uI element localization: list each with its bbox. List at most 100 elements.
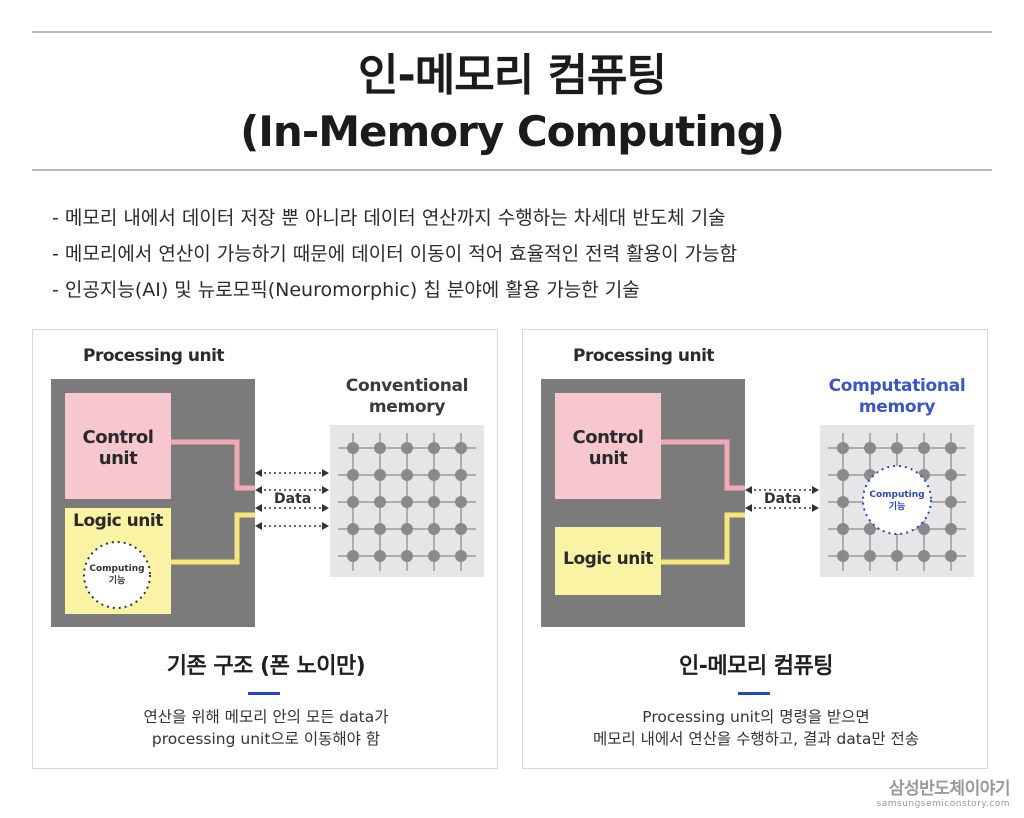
memory-cell [455,442,467,454]
memory-cell [891,550,903,562]
control-unit-line1: Control [82,427,154,448]
logic-wire [171,512,255,565]
memory-cell [428,469,440,481]
memory-label-line2: memory [858,397,936,417]
memory-cell [374,496,386,508]
memory-grid [338,433,476,571]
memory-cell [401,523,413,535]
memory-cell [374,469,386,481]
memory-cell [428,496,440,508]
memory-cell [455,496,467,508]
logic-unit-block [555,527,661,595]
computing-line1: Computing [869,490,925,500]
logic-unit-label: Logic unit [563,549,653,569]
memory-cell [918,442,930,454]
title-underline [738,692,770,695]
memory-label-line1: Computational [828,376,966,396]
memory-cell [374,442,386,454]
memory-cell [347,442,359,454]
memory-label-line1: Conventional [345,376,469,396]
title-underline [248,692,280,695]
memory-cell [864,550,876,562]
data-transfer-arrows [259,472,325,527]
control-wire [661,439,745,491]
memory-cell [347,496,359,508]
processing-unit-label: Processing unit [573,346,715,366]
computing-function-circle [83,541,151,609]
memory-cell [945,469,957,481]
arrow-heads [255,469,329,530]
memory-cell [347,469,359,481]
description-line1: 연산을 위해 메모리 안의 모든 data가 [143,708,389,726]
in-memory-diagram [541,379,974,627]
panel-title: 기존 구조 (폰 노이만) [166,654,366,679]
memory-label: Conventional memory [327,376,487,418]
bullet-item: - 메모리에서 연산이 가능하기 때문에 데이터 이동이 적어 효율적인 전력 … [52,243,738,265]
memory-cell [347,550,359,562]
computing-function-label: Computing 기능 [865,489,929,513]
brand-name: 삼성반도체이야기 [888,779,1011,799]
processing-unit-label: Processing unit [83,346,225,366]
data-label: Data [272,491,314,507]
logic-wire [661,512,745,565]
bullet-list: - 메모리 내에서 데이터 저장 뿐 아니라 데이터 연산까지 수행하는 차세대… [52,200,737,308]
control-unit-line2: unit [588,448,628,469]
in-memory-computing-panel: Processing unit Computational memory Con… [522,329,988,769]
page-title-korean: 인-메모리 컴퓨팅 [358,50,667,101]
control-wire [171,439,255,491]
memory-cell [455,550,467,562]
memory-cell [455,469,467,481]
conventional-architecture-panel: Processing unit Conventional memory Cont… [32,329,498,769]
computing-line2: 기능 [888,502,906,512]
data-transfer-arrows [749,489,815,509]
panel-description: 연산을 위해 메모리 안의 모든 data가 processing unit으로… [33,706,499,750]
memory-cell [945,496,957,508]
memory-cell [401,496,413,508]
control-unit-line2: unit [98,448,138,469]
control-unit-label: Control unit [65,427,171,469]
memory-cell [945,442,957,454]
top-rule [32,31,992,33]
memory-cell [918,550,930,562]
memory-cell [455,523,467,535]
memory-cell [864,442,876,454]
computing-line2: 기능 [108,576,126,586]
control-unit-block [65,393,171,499]
memory-cell [837,496,849,508]
panel-title: 인-메모리 컴퓨팅 [679,654,833,679]
memory-cell [347,523,359,535]
title-bottom-rule [32,169,992,171]
description-line2: processing unit으로 이동해야 함 [151,730,381,748]
description-line1: Processing unit의 명령을 받으면 [642,708,870,726]
brand-watermark: 삼성반도체이야기 samsungsemiconstory.com [876,774,1011,809]
memory-cell [401,469,413,481]
memory-cell [401,550,413,562]
panel-description: Processing unit의 명령을 받으면 메모리 내에서 연산을 수행하… [523,706,989,750]
page-title-english: (In-Memory Computing) [240,107,785,156]
memory-cell [891,442,903,454]
arrow-heads [745,486,819,512]
conventional-diagram [51,379,484,627]
bullet-item: - 인공지능(AI) 및 뉴로모픽(Neuromorphic) 칩 분야에 활용… [52,279,640,301]
brand-url: samsungsemiconstory.com [876,799,1010,809]
control-unit-label: Control unit [555,427,661,469]
memory-cell [374,550,386,562]
memory-cell [945,523,957,535]
memory-cell [918,523,930,535]
memory-cell [428,550,440,562]
bullet-item: - 메모리 내에서 데이터 저장 뿐 아니라 데이터 연산까지 수행하는 차세대… [52,207,726,229]
memory-label: Computational memory [817,376,977,418]
memory-cell [401,442,413,454]
memory-cell [864,523,876,535]
control-unit-line1: Control [572,427,644,448]
computing-line1: Computing [89,564,145,574]
memory-cell [837,523,849,535]
memory-cell [837,442,849,454]
memory-cell [837,469,849,481]
memory-label-line2: memory [368,397,446,417]
computing-function-label: Computing 기능 [85,563,149,587]
logic-unit-label: Logic unit [73,511,163,531]
memory-cell [945,550,957,562]
memory-cell [837,550,849,562]
data-label: Data [762,491,804,507]
